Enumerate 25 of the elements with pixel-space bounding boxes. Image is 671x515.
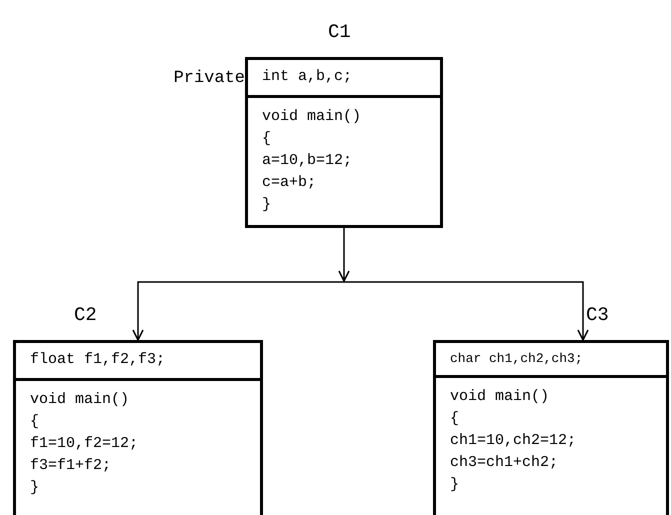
class-name: C2 (74, 303, 97, 328)
class-name: C1 (328, 20, 351, 45)
code-line: } (450, 474, 460, 494)
code-line: a=10,b=12; (262, 150, 354, 170)
code-line: f3=f1+f2; (30, 456, 112, 476)
code-line: } (30, 478, 40, 498)
code-line: { (30, 412, 40, 432)
code-line: } (262, 194, 272, 214)
code-line: ch1=10,ch2=12; (450, 430, 578, 450)
access-modifier-label: Private (174, 68, 245, 90)
class-name: C3 (586, 303, 609, 328)
code-line: { (450, 408, 460, 428)
code-line: void main() (450, 386, 550, 406)
attribute-code: char ch1,ch2,ch3; (450, 350, 584, 368)
code-line: ch3=ch1+ch2; (450, 452, 560, 472)
arrow (132, 281, 344, 341)
code-line: c=a+b; (262, 172, 318, 192)
arrow (344, 281, 589, 341)
code-line: void main() (30, 390, 130, 410)
attribute-code: float f1,f2,f3; (30, 350, 166, 370)
code-line: void main() (262, 106, 362, 126)
attribute-code: int a,b,c; (262, 67, 354, 87)
code-line: f1=10,f2=12; (30, 434, 140, 454)
arrow (338, 228, 350, 282)
code-line: { (262, 128, 272, 148)
